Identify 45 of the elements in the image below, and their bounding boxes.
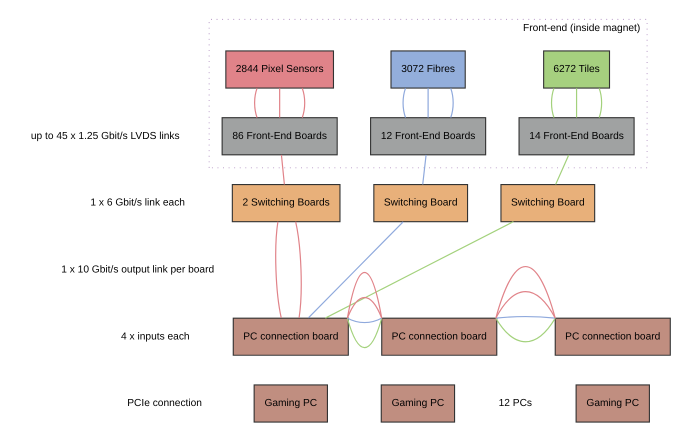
node-box: 14 Front-End Boards xyxy=(518,117,635,156)
connector xyxy=(295,222,302,318)
node-box: 12 Front-End Boards xyxy=(370,117,486,156)
connector xyxy=(254,88,258,118)
connector xyxy=(346,318,382,348)
label: 1 x 10 Gbit/s output link per board xyxy=(61,264,214,276)
node-box: 3072 Fibres xyxy=(390,50,466,89)
connector xyxy=(598,88,602,118)
node-box: PC connection board xyxy=(554,318,671,356)
connector xyxy=(428,88,429,118)
label: up to 45 x 1.25 Gbit/s LVDS links xyxy=(30,130,180,142)
node-box: 86 Front-End Boards xyxy=(222,117,338,156)
connector xyxy=(496,316,556,319)
label: PCIe connection xyxy=(127,398,202,410)
node-box: Gaming PC xyxy=(576,384,650,423)
connector xyxy=(495,291,556,318)
connector xyxy=(495,266,556,318)
node-box: Gaming PC xyxy=(380,384,456,423)
connector xyxy=(550,88,555,118)
node-box: PC connection board xyxy=(232,318,349,356)
node-box: Gaming PC xyxy=(254,384,328,423)
connector xyxy=(308,221,404,318)
label: 12 PCs xyxy=(498,398,532,410)
label: 4 x inputs each xyxy=(121,331,190,342)
connector xyxy=(346,296,382,318)
connector xyxy=(576,88,578,118)
connector xyxy=(422,154,427,184)
connector xyxy=(495,318,556,342)
connector xyxy=(279,88,280,118)
node-box: Switching Board xyxy=(500,184,596,222)
node-box: 2844 Pixel Sensors xyxy=(225,50,334,89)
label: 1 x 6 Gbit/s link each xyxy=(90,198,185,209)
connector xyxy=(347,318,382,324)
connector xyxy=(346,272,382,318)
connector xyxy=(402,88,406,118)
connector xyxy=(302,88,306,118)
connector xyxy=(275,222,282,318)
connector xyxy=(450,88,454,118)
node-box: Switching Board xyxy=(373,184,468,222)
node-box: PC connection board xyxy=(381,318,498,356)
node-box: 6272 Tiles xyxy=(543,50,610,89)
connector xyxy=(555,154,570,185)
connector xyxy=(325,221,514,319)
connector xyxy=(280,154,285,184)
node-box: 2 Switching Boards xyxy=(232,184,341,222)
